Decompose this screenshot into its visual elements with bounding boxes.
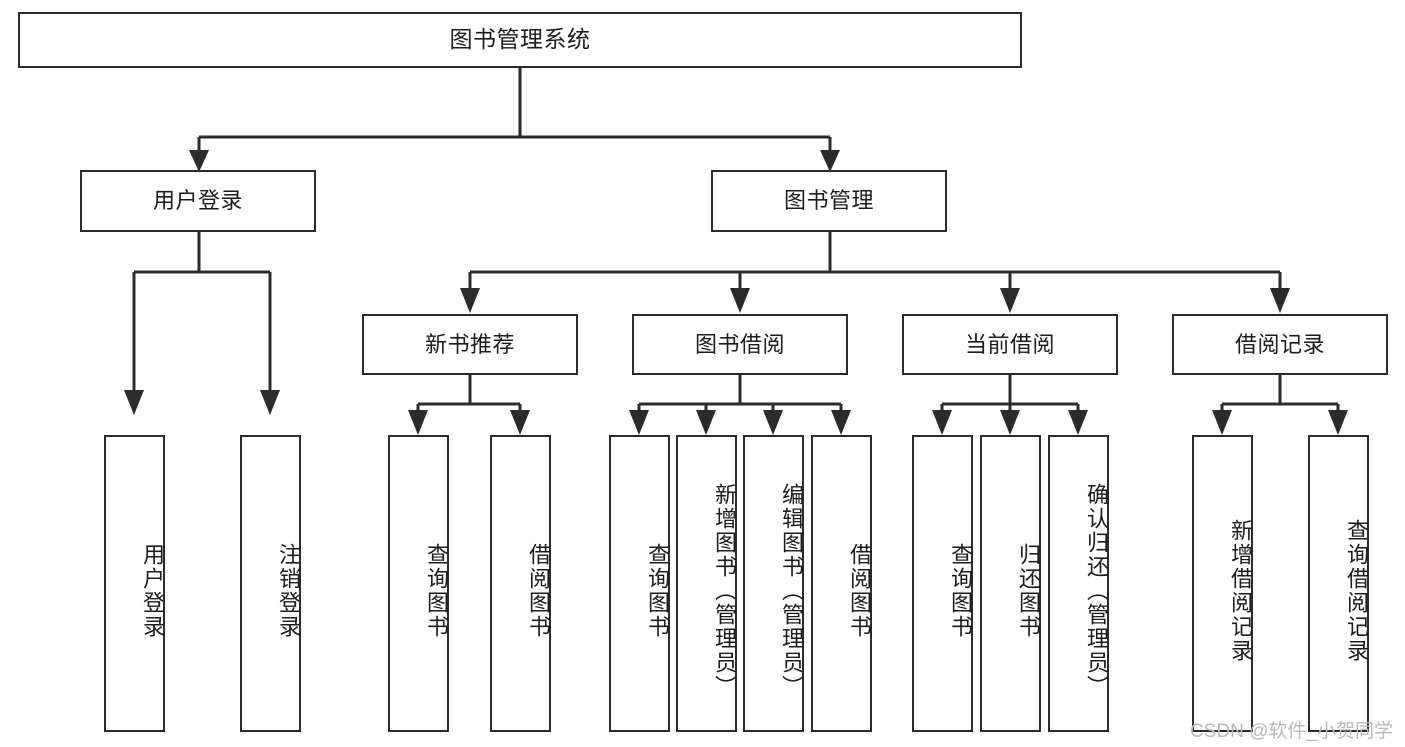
node-leaf-add-book-label: 新增图书（管理员）: [712, 482, 737, 699]
arrow-leaf-query-book-2: [629, 410, 649, 435]
node-leaf-query-book-2[interactable]: 查询图书: [609, 435, 670, 732]
node-new-book-rec-label: 新书推荐: [424, 331, 515, 357]
node-book-borrow-label: 图书借阅: [694, 331, 785, 357]
node-leaf-query-book-3-label: 查询图书: [948, 542, 973, 639]
arrow-book-borrow: [730, 288, 750, 313]
arrow-leaf-query-record: [1328, 410, 1348, 435]
node-book-borrow[interactable]: 图书借阅: [632, 314, 848, 375]
node-leaf-borrow-book-1-label: 借阅图书: [526, 542, 551, 639]
arrow-leaf-borrow-book-1: [510, 410, 530, 435]
node-user-login[interactable]: 用户登录: [80, 170, 316, 232]
node-leaf-borrow-book-2-label: 借阅图书: [847, 542, 872, 639]
arrow-leaf-query-book-3: [932, 410, 952, 435]
node-leaf-return-book[interactable]: 归还图书: [980, 435, 1041, 732]
node-leaf-return-book-label: 归还图书: [1016, 542, 1041, 639]
node-leaf-edit-book[interactable]: 编辑图书（管理员）: [743, 435, 804, 732]
node-leaf-user-logout[interactable]: 注销登录: [240, 435, 301, 732]
node-book-manage-label: 图书管理: [783, 188, 874, 214]
arrow-leaf-edit-book: [763, 410, 783, 435]
node-leaf-query-record-label: 查询借阅记录: [1344, 518, 1369, 663]
arrow-book-manage: [820, 150, 840, 172]
arrow-leaf-add-record: [1212, 410, 1232, 435]
arrow-leaf-return-book: [1000, 410, 1020, 435]
node-leaf-confirm-return[interactable]: 确认归还（管理员）: [1048, 435, 1109, 732]
node-leaf-add-record[interactable]: 新增借阅记录: [1192, 435, 1253, 732]
node-leaf-query-book-1-label: 查询图书: [424, 542, 449, 639]
node-leaf-user-logout-label: 注销登录: [276, 542, 301, 639]
arrow-leaf-user-login: [124, 390, 144, 415]
node-leaf-user-login-label: 用户登录: [140, 542, 165, 639]
node-leaf-confirm-return-label: 确认归还（管理员）: [1084, 482, 1109, 699]
node-book-manage[interactable]: 图书管理: [711, 170, 947, 232]
arrow-borrow-record: [1270, 288, 1290, 313]
node-leaf-add-record-label: 新增借阅记录: [1228, 518, 1253, 663]
csdn-watermark: CSDN @软件_小贺同学: [1190, 721, 1393, 742]
node-root-label: 图书管理系统: [449, 26, 591, 53]
arrow-current-borrow: [1000, 288, 1020, 313]
arrow-leaf-query-book-1: [408, 410, 428, 435]
node-current-borrow-label: 当前借阅: [964, 331, 1055, 357]
node-leaf-query-record[interactable]: 查询借阅记录: [1308, 435, 1369, 732]
node-leaf-borrow-book-2[interactable]: 借阅图书: [811, 435, 872, 732]
arrow-leaf-borrow-book-2: [831, 410, 851, 435]
arrow-new-book-rec: [460, 288, 480, 313]
node-root[interactable]: 图书管理系统: [18, 12, 1022, 68]
node-leaf-edit-book-label: 编辑图书（管理员）: [779, 482, 804, 699]
node-leaf-query-book-3[interactable]: 查询图书: [912, 435, 973, 732]
arrow-leaf-user-logout: [260, 390, 280, 415]
node-leaf-query-book-1[interactable]: 查询图书: [388, 435, 449, 732]
node-new-book-rec[interactable]: 新书推荐: [362, 314, 578, 375]
node-leaf-query-book-2-label: 查询图书: [645, 542, 670, 639]
node-leaf-user-login[interactable]: 用户登录: [104, 435, 165, 732]
arrow-user-login: [189, 150, 209, 172]
node-leaf-add-book[interactable]: 新增图书（管理员）: [676, 435, 737, 732]
node-current-borrow[interactable]: 当前借阅: [902, 314, 1118, 375]
node-user-login-label: 用户登录: [152, 188, 243, 214]
arrow-leaf-add-book: [696, 410, 716, 435]
node-leaf-borrow-book-1[interactable]: 借阅图书: [490, 435, 551, 732]
arrow-leaf-confirm-return: [1068, 410, 1088, 435]
node-borrow-record-label: 借阅记录: [1234, 331, 1325, 357]
node-borrow-record[interactable]: 借阅记录: [1172, 314, 1388, 375]
